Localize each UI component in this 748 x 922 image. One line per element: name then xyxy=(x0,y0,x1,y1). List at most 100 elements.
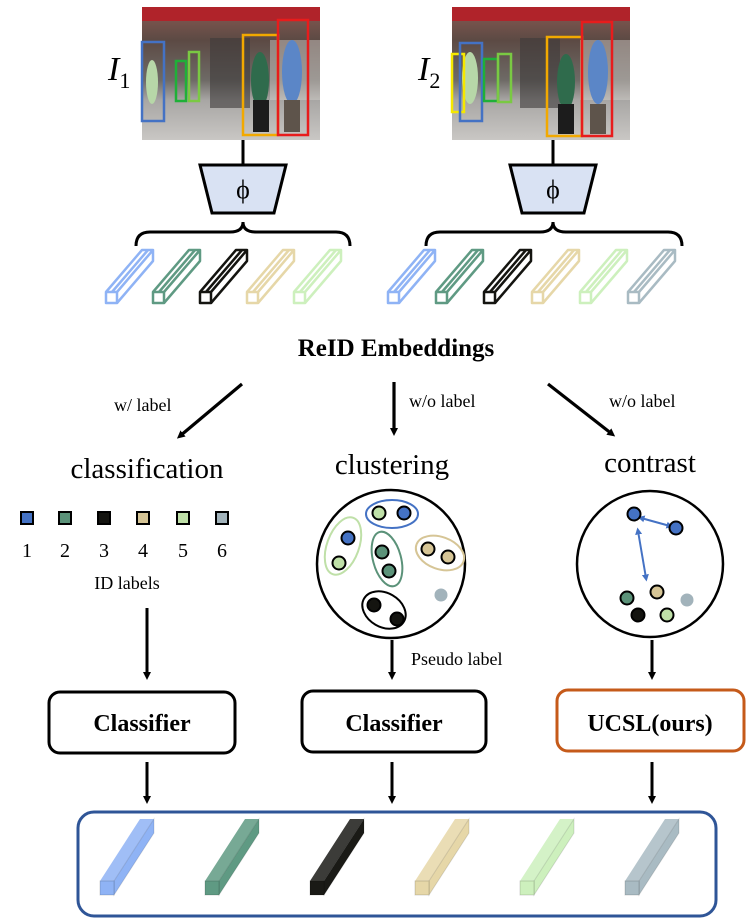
id-label-3: 3 xyxy=(97,511,111,562)
embedding-lightgreen xyxy=(578,248,629,305)
bbox-red xyxy=(276,18,310,137)
embedding-set-2 xyxy=(386,248,677,305)
bbox-red xyxy=(580,20,614,138)
input-image-1 xyxy=(140,7,320,140)
embedding-set-1 xyxy=(104,248,343,305)
id-labels-caption: ID labels xyxy=(94,573,159,593)
feature-point xyxy=(680,593,694,607)
cluster-ellipse xyxy=(414,534,466,572)
person-legs xyxy=(590,104,606,134)
person xyxy=(462,52,478,104)
person xyxy=(588,40,608,104)
image-1-label: I1 xyxy=(107,51,130,93)
store-door xyxy=(520,38,560,108)
embedding-gray xyxy=(626,248,677,305)
encoder-symbol: ϕ xyxy=(236,175,250,204)
store-sign xyxy=(452,7,630,21)
id-label-6: 6 xyxy=(215,511,229,562)
feature-point xyxy=(331,555,347,571)
arrow-to-contrast xyxy=(547,382,616,437)
encoder-symbol: ϕ xyxy=(546,175,560,204)
classifier-box-1: Classifier xyxy=(47,690,237,755)
feature-point xyxy=(626,506,642,522)
id-number: 1 xyxy=(22,540,32,562)
id-number: 6 xyxy=(217,540,227,562)
box-label: Classifier xyxy=(345,711,443,737)
cluster-ellipse xyxy=(370,530,404,588)
method-title-classification: classification xyxy=(70,453,224,485)
clustering-diagram xyxy=(315,488,467,640)
feature-point xyxy=(434,588,448,602)
feature-point xyxy=(396,505,412,521)
box-label: Classifier xyxy=(93,711,191,737)
bbox-blue xyxy=(458,41,484,123)
bbox-green xyxy=(174,59,188,103)
person xyxy=(282,40,302,104)
arrow-to-classification xyxy=(176,382,244,439)
id-number: 3 xyxy=(99,540,109,562)
id-label-1: 1 xyxy=(20,511,34,562)
person xyxy=(557,54,575,110)
embedding-teal xyxy=(204,817,260,897)
feature-point xyxy=(440,549,456,565)
encoder-2: ϕ xyxy=(508,163,598,215)
person-legs xyxy=(284,100,300,132)
output-embeddings-panel xyxy=(76,810,718,918)
person xyxy=(251,52,269,108)
encoder-trapezoid xyxy=(508,163,598,215)
contrast-diagram xyxy=(575,489,725,639)
feature-space-circle xyxy=(575,489,725,639)
embedding-black xyxy=(309,817,365,897)
input-image-2 xyxy=(450,7,630,140)
method-title-clustering: clustering xyxy=(335,449,449,481)
person-legs xyxy=(253,100,269,132)
cluster-ellipse xyxy=(323,516,363,576)
encoder-1: ϕ xyxy=(198,163,288,215)
id-number: 2 xyxy=(60,540,70,562)
cluster-ellipse xyxy=(365,499,419,529)
brace-1 xyxy=(134,221,352,247)
contrast-points xyxy=(619,506,694,623)
embedding-blue xyxy=(104,248,155,305)
feature-point xyxy=(366,597,382,613)
feature-point xyxy=(659,607,675,623)
embedding-blue xyxy=(386,248,437,305)
bbox-blue xyxy=(140,40,166,123)
feature-point xyxy=(381,563,397,579)
embedding-black xyxy=(198,248,249,305)
person-legs xyxy=(558,104,574,134)
embedding-lightgreen xyxy=(292,248,343,305)
id-color-swatch xyxy=(136,511,150,525)
pull-arrow xyxy=(637,515,674,529)
box-label: UCSL(ours) xyxy=(587,711,712,737)
id-color-swatch xyxy=(58,511,72,525)
encoder-trapezoid xyxy=(198,163,288,215)
store-sign xyxy=(142,7,320,21)
brace-2 xyxy=(424,221,684,247)
pseudo-label-text: Pseudo label xyxy=(411,649,503,669)
feature-point xyxy=(340,530,356,546)
push-arrow xyxy=(635,527,649,582)
id-color-swatch xyxy=(176,511,190,525)
bbox-lightgreen xyxy=(496,52,513,104)
cluster-points xyxy=(331,505,456,627)
bbox-yellow xyxy=(450,52,466,114)
id-color-swatch xyxy=(97,511,111,525)
cluster-ellipse xyxy=(361,590,407,630)
feature-point xyxy=(371,505,387,521)
embedding-teal xyxy=(434,248,485,305)
method-title-contrast: contrast xyxy=(604,447,696,479)
id-label-4: 4 xyxy=(136,511,150,562)
person xyxy=(146,60,158,104)
id-label-5: 5 xyxy=(176,511,190,562)
embedding-tan xyxy=(414,817,470,897)
feature-point xyxy=(668,520,684,536)
id-color-swatch xyxy=(20,511,34,525)
embedding-tan xyxy=(530,248,581,305)
arrow-label-clustering: w/o label xyxy=(409,391,475,411)
learned-embeddings xyxy=(99,817,680,897)
feature-point xyxy=(649,584,665,600)
embedding-blue xyxy=(99,817,155,897)
